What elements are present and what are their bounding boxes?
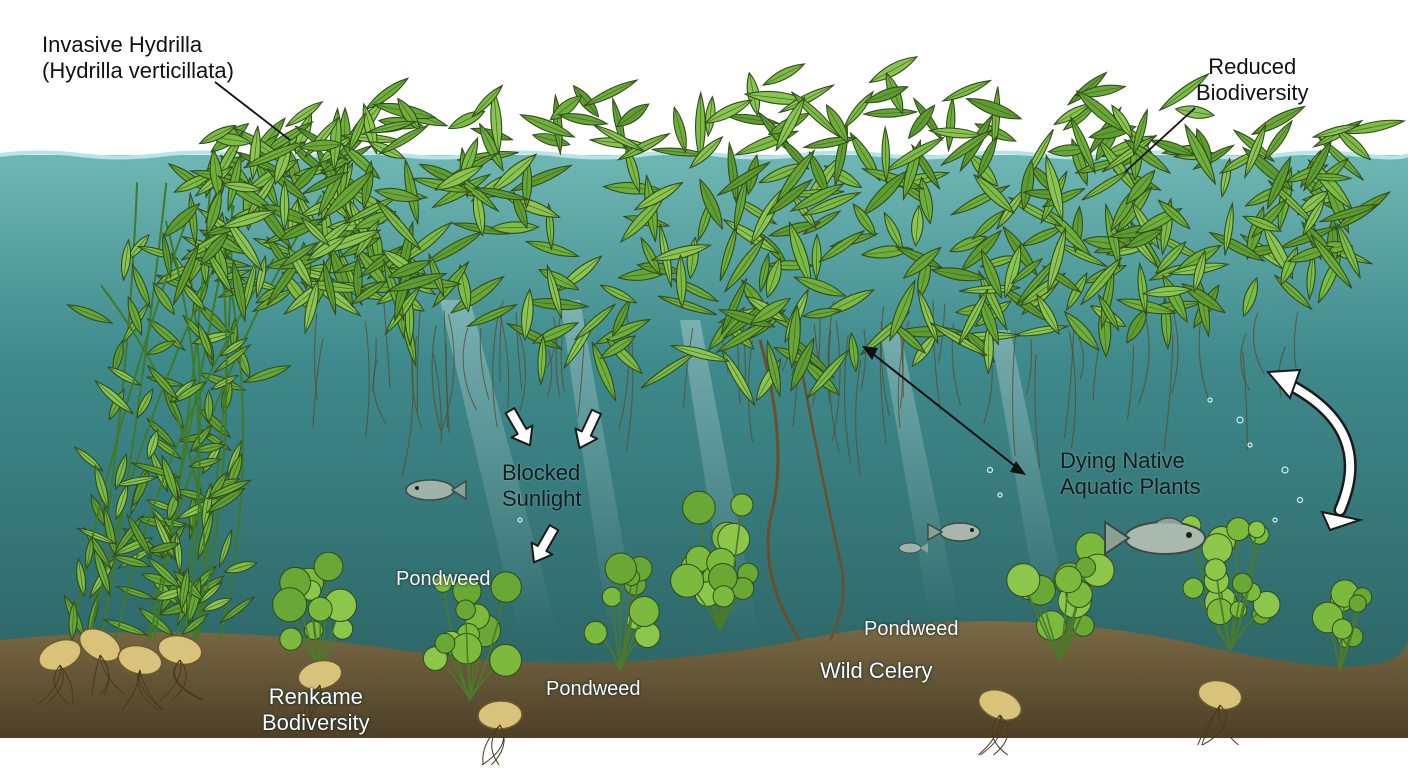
label-blocked-line1: Blocked [502, 460, 581, 485]
bottom-border [0, 738, 1408, 768]
label-dying-line1: Dying Native [1060, 448, 1185, 473]
tubers [36, 628, 1243, 766]
label-renkame-line1: Renkame [268, 684, 363, 709]
hydrilla-canopy [162, 56, 1407, 407]
leader-line-reduced [1124, 107, 1196, 173]
label-reduced-line1: Reduced [1208, 54, 1297, 79]
label-renkame-line2: Bodiversity [262, 710, 370, 735]
leader-arrow-dying [862, 346, 1026, 475]
native-plants [272, 490, 1373, 701]
label-blocked-line2: Sunlight [502, 486, 582, 511]
label-reduced-biodiversity: Reduced Biodiversity [1196, 54, 1308, 106]
cycle-arrow-icon [1265, 368, 1364, 532]
fish-icon [898, 542, 928, 554]
label-pondweed-center: Pondweed [546, 678, 641, 700]
fish-icon [927, 522, 981, 542]
label-pondweed-right: Pondweed [864, 618, 959, 640]
label-dying-line2: Aquatic Plants [1060, 474, 1201, 499]
label-renkame-bodiversity: Renkame Bodiversity [262, 684, 370, 736]
label-reduced-line2: Biodiversity [1196, 80, 1309, 105]
sunlight-rays [440, 300, 1070, 640]
label-invasive-line2: (Hydrilla verticillata) [42, 58, 234, 83]
label-pondweed-left: Pondweed [396, 568, 491, 590]
sunlight-arrow-icon [504, 407, 534, 447]
fish-icon [405, 479, 467, 501]
label-invasive-line1: Invasive Hydrilla [42, 32, 203, 57]
bubbles [517, 397, 1304, 523]
leader-line-invasive [214, 81, 291, 141]
label-invasive-hydrilla: Invasive Hydrilla (Hydrilla verticillata… [42, 32, 234, 84]
sunlight-arrow-icon [530, 524, 560, 564]
label-dying-native-plants: Dying Native Aquatic Plants [1060, 448, 1201, 500]
sunlight-arrow-icon [574, 408, 602, 450]
label-blocked-sunlight: Blocked Sunlight [502, 460, 582, 512]
label-wild-celery: Wild Celery [820, 658, 933, 683]
fish-icon [1104, 517, 1206, 556]
